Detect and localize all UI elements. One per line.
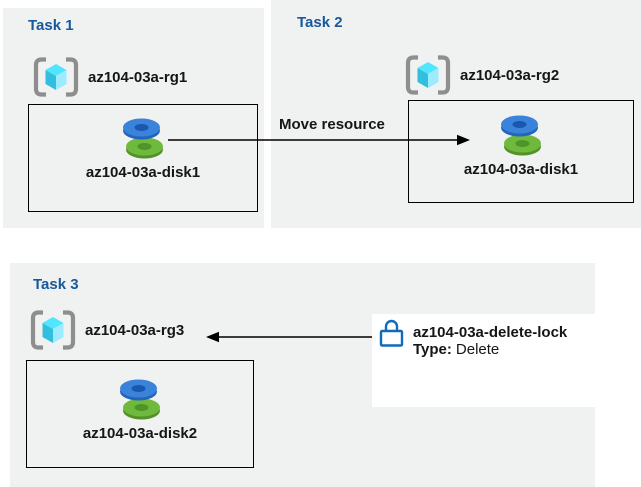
disk-icon: [123, 118, 163, 159]
task-1-title: Task 1: [28, 17, 74, 34]
panel-task-1: Task 1 az104-03a-rg1 az104-03a-disk1: [3, 8, 264, 228]
lock-icon: [379, 319, 404, 347]
task-1-resource-group: az104-03a-rg1: [33, 57, 187, 97]
delete-lock-annotation: az104-03a-delete-lock Type:Delete: [372, 314, 595, 407]
task-3-disk-box: az104-03a-disk2: [26, 360, 254, 468]
lock-type-value: Delete: [455, 341, 500, 358]
disk-icon: [120, 379, 160, 420]
lock-type-label: Type:: [413, 341, 452, 358]
task-2-resource-group: az104-03a-rg2: [405, 55, 559, 95]
task-2-disk-label: az104-03a-disk1: [463, 161, 579, 178]
task-1-rg-label: az104-03a-rg1: [88, 68, 188, 86]
task-1-disk-label: az104-03a-disk1: [85, 164, 201, 181]
task-1-disk-box: az104-03a-disk1: [28, 104, 258, 212]
resource-group-icon: [33, 57, 79, 97]
panel-task-2: Task 2 az104-03a-rg2 az104-03a-disk1: [271, 0, 641, 228]
task-2-disk-box: az104-03a-disk1: [408, 100, 634, 203]
disk-icon: [501, 115, 541, 156]
task-3-rg-label: az104-03a-rg3: [85, 321, 185, 339]
task-3-title: Task 3: [33, 276, 79, 293]
lock-text: az104-03a-delete-lock Type:Delete: [413, 317, 567, 358]
panel-task-3: Task 3 az104-03a-rg3 az104-03a-disk2: [10, 263, 595, 487]
task-2-title: Task 2: [297, 14, 343, 31]
move-resource-label: Move resource: [279, 116, 385, 133]
resource-group-icon: [405, 55, 451, 95]
lock-name: az104-03a-delete-lock: [413, 324, 568, 341]
task-3-disk-label: az104-03a-disk2: [82, 425, 198, 442]
task-2-rg-label: az104-03a-rg2: [460, 66, 560, 84]
lock-type-line: Type:Delete: [413, 341, 567, 358]
task-3-resource-group: az104-03a-rg3: [30, 310, 184, 350]
resource-group-icon: [30, 310, 76, 350]
